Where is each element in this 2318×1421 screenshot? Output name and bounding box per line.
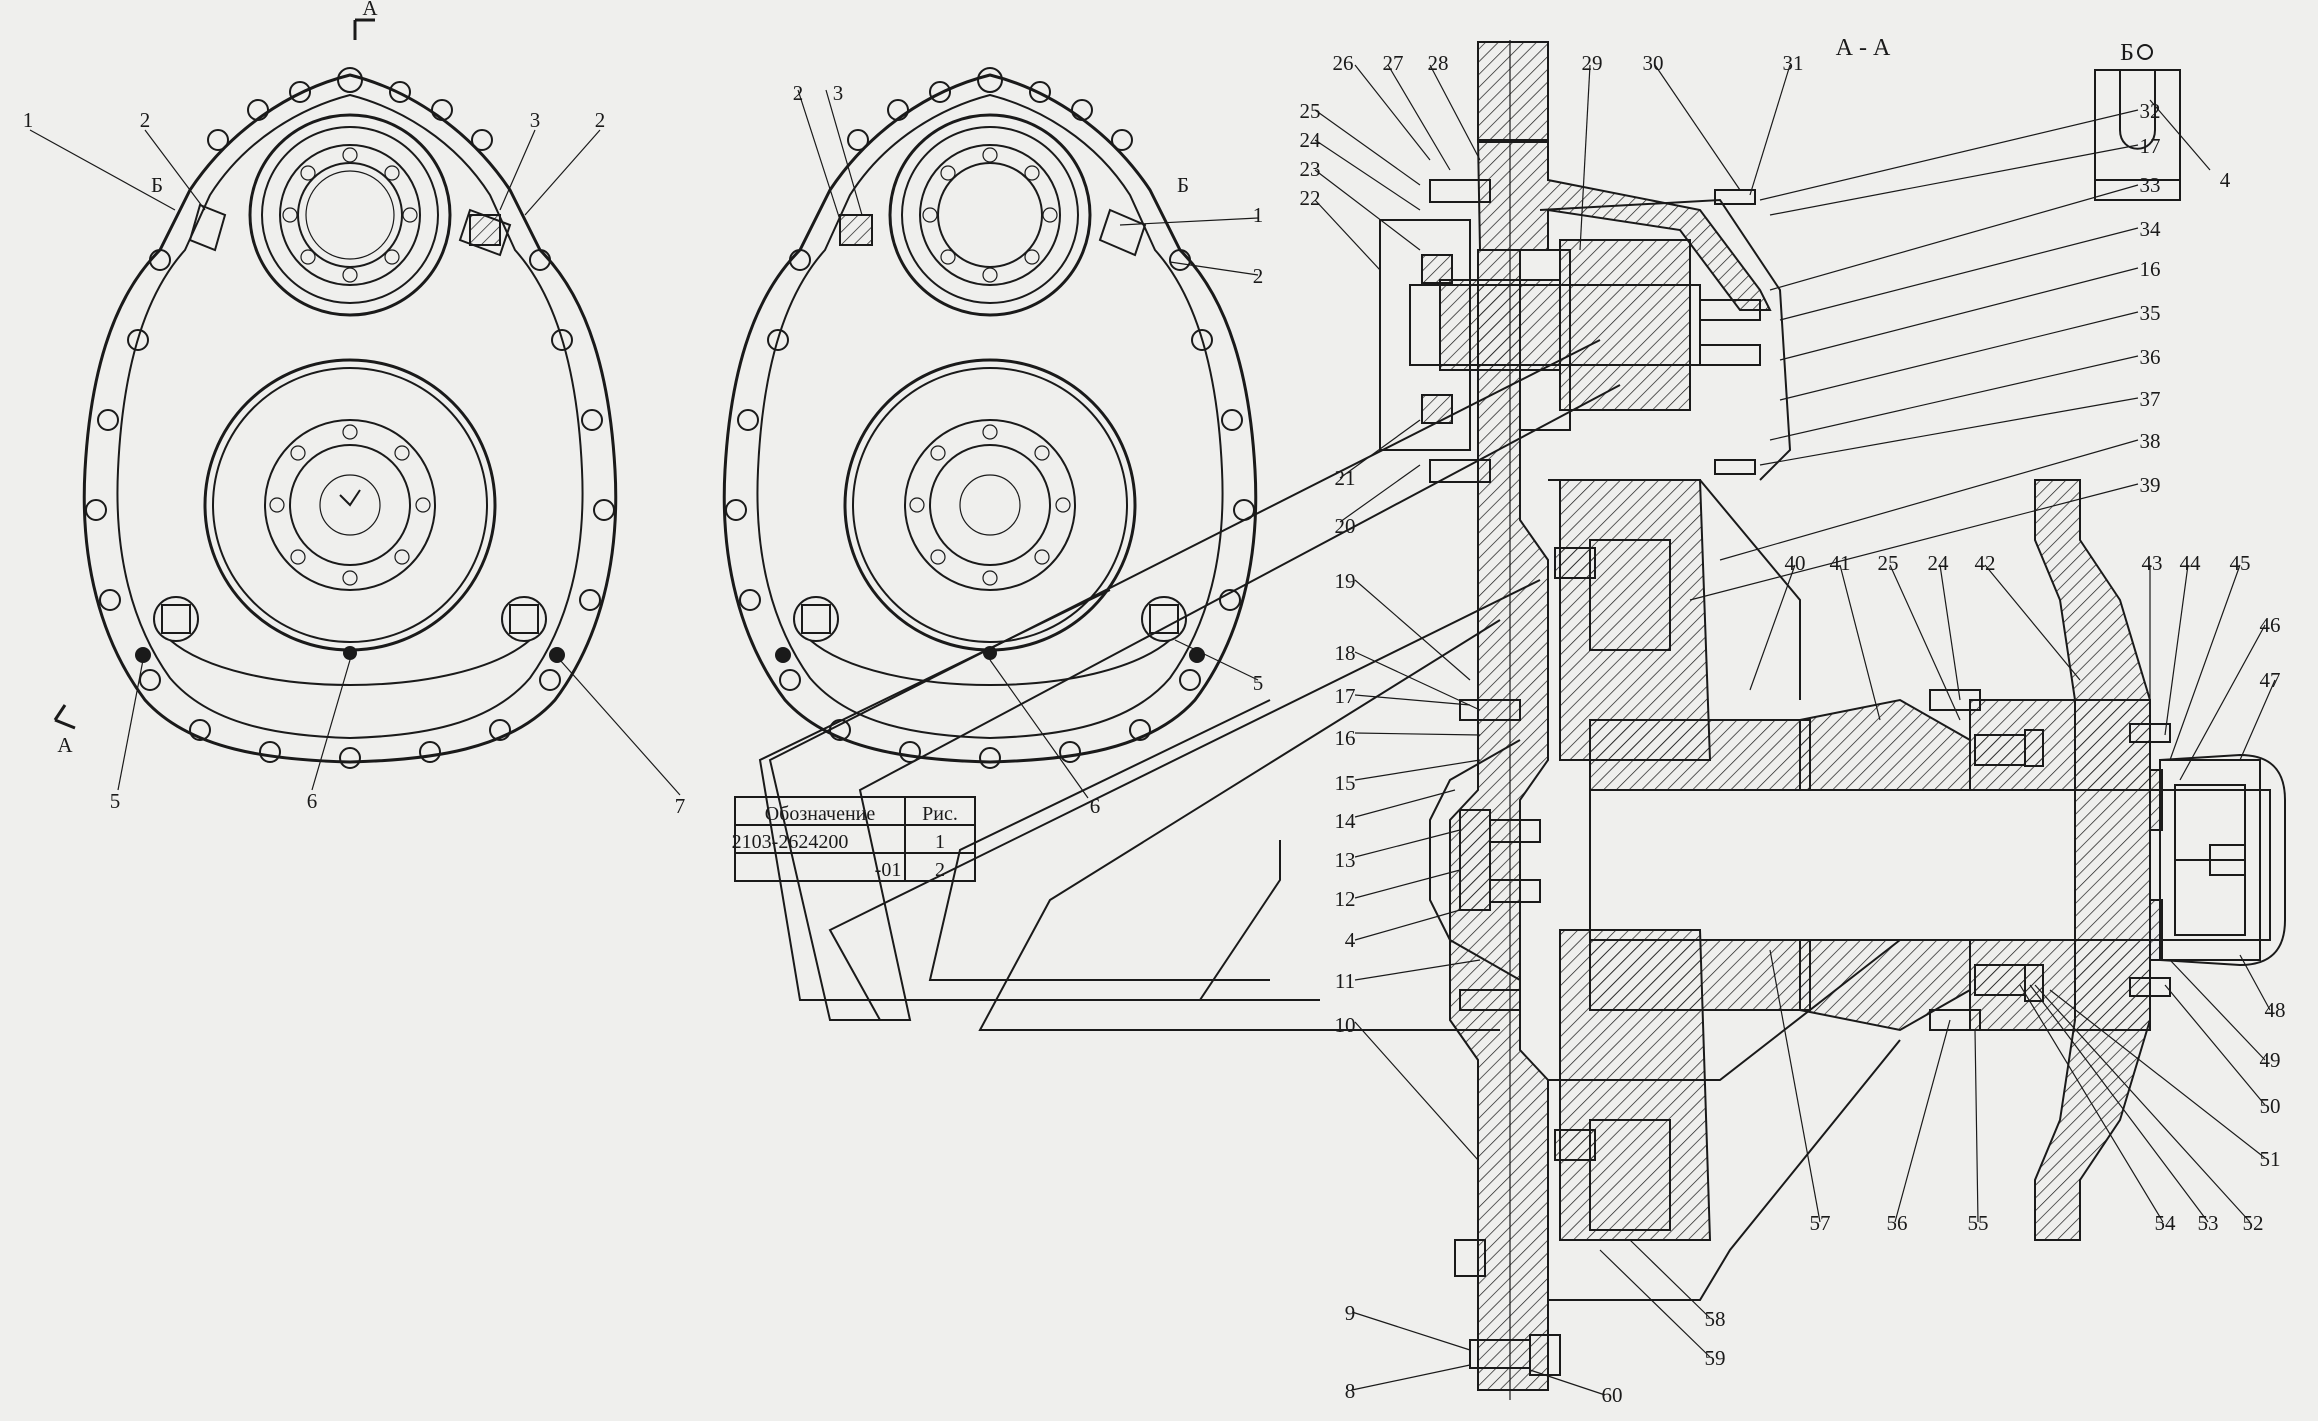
part-label: 24	[1928, 551, 1950, 575]
part-label: 15	[1335, 771, 1356, 795]
part-label: 52	[2243, 1211, 2264, 1235]
part-label: 26	[1333, 51, 1354, 75]
part-label: 3	[530, 108, 541, 132]
part-label: 28	[1428, 51, 1449, 75]
part-label: 5	[110, 789, 121, 813]
part-label: 57	[1810, 1211, 1831, 1235]
part-label: 32	[2140, 99, 2161, 123]
part-label: 35	[2140, 301, 2161, 325]
part-label: 13	[1335, 848, 1356, 872]
part-label: 2	[793, 81, 804, 105]
part-label: 53	[2198, 1211, 2219, 1235]
part-label: 17	[1335, 684, 1356, 708]
part-label: 14	[1335, 809, 1357, 833]
cut-mark-label: А	[362, 0, 378, 20]
part-label: 44	[2180, 551, 2202, 575]
hub-bolts-top	[282, 147, 418, 283]
figure-2-view	[722, 67, 1259, 799]
part-label: 21	[1335, 466, 1356, 490]
part-label: 38	[2140, 429, 2161, 453]
part-label: 16	[1335, 726, 1356, 750]
table-cell: 2103-2624200	[732, 831, 849, 853]
part-label: 1	[1253, 203, 1264, 227]
part-label: 10	[1335, 1013, 1356, 1037]
table-cell: -01	[875, 859, 902, 881]
part-label: 33	[2140, 173, 2161, 197]
part-label: 2	[595, 108, 606, 132]
part-label: 19	[1335, 569, 1356, 593]
part-label: 29	[1582, 51, 1603, 75]
view-b-mark: Б	[1177, 173, 1189, 197]
view-b-mark: Б	[151, 173, 163, 197]
part-label: 25	[1300, 99, 1321, 123]
part-label: 51	[2260, 1147, 2281, 1171]
part-label: 18	[1335, 641, 1356, 665]
part-label: 5	[1253, 671, 1264, 695]
part-label: 59	[1705, 1346, 1726, 1370]
part-label: 37	[2140, 387, 2161, 411]
part-label: 12	[1335, 887, 1356, 911]
part-label: 43	[2142, 551, 2163, 575]
hub-bolts-bottom	[269, 424, 431, 586]
part-label: 9	[1345, 1301, 1356, 1325]
part-label: 7	[675, 794, 686, 818]
perimeter-bolts	[85, 67, 615, 769]
part-label: 4	[1345, 928, 1356, 952]
part-label: 27	[1383, 51, 1404, 75]
part-label: 1	[23, 108, 34, 132]
part-label: 40	[1785, 551, 1806, 575]
part-label: 48	[2265, 998, 2286, 1022]
cut-mark-label: А	[57, 733, 73, 757]
part-label: 8	[1345, 1379, 1356, 1403]
part-label: 56	[1887, 1211, 1908, 1235]
table-header-figure: Рис.	[922, 803, 958, 825]
part-label: 60	[1602, 1383, 1623, 1407]
part-label: 16	[2140, 257, 2161, 281]
table-cell: 2	[935, 859, 945, 881]
view-b-title: Б	[2120, 40, 2134, 66]
part-label: 41	[1830, 551, 1851, 575]
part-label: 39	[2140, 473, 2161, 497]
part-label: 30	[1643, 51, 1664, 75]
part-label: 20	[1335, 514, 1356, 538]
part-label: 46	[2260, 613, 2281, 637]
part-label: 50	[2260, 1094, 2281, 1118]
table-header-designation: Обозначение	[765, 803, 876, 825]
part-label: 6	[1090, 794, 1101, 818]
part-label: 17	[2140, 134, 2161, 158]
part-label: 36	[2140, 345, 2161, 369]
part-label: 49	[2260, 1048, 2281, 1072]
part-label: 3	[833, 81, 844, 105]
part-label: 4	[2220, 168, 2231, 192]
part-label: 45	[2230, 551, 2251, 575]
part-label: 42	[1975, 551, 1996, 575]
part-label: 11	[1335, 969, 1355, 993]
part-label: 25	[1878, 551, 1899, 575]
section-a-a	[1314, 40, 2286, 1400]
figure-1-view	[29, 18, 681, 796]
part-label: 47	[2260, 668, 2281, 692]
part-label: 34	[2140, 217, 2162, 241]
part-label: 23	[1300, 157, 1321, 181]
part-label: 6	[307, 789, 318, 813]
part-label: 31	[1783, 51, 1804, 75]
designation-table: Обозначение Рис. 2103-2624200 1 -01 2	[732, 796, 976, 882]
part-label: 24	[1300, 128, 1322, 152]
part-label: 55	[1968, 1211, 1989, 1235]
part-label: 2	[140, 108, 151, 132]
labels: А - А Б А А Б Б 1 2 3 2 5 6 7 2 3 1 2 5 …	[23, 0, 2286, 1407]
section-title: А - А	[1836, 35, 1891, 61]
projection-arrows	[758, 339, 1621, 1031]
part-label: 58	[1705, 1307, 1726, 1331]
table-cell: 1	[935, 831, 945, 853]
part-label: 22	[1300, 186, 1321, 210]
part-label: 2	[1253, 264, 1264, 288]
part-label: 54	[2155, 1211, 2177, 1235]
